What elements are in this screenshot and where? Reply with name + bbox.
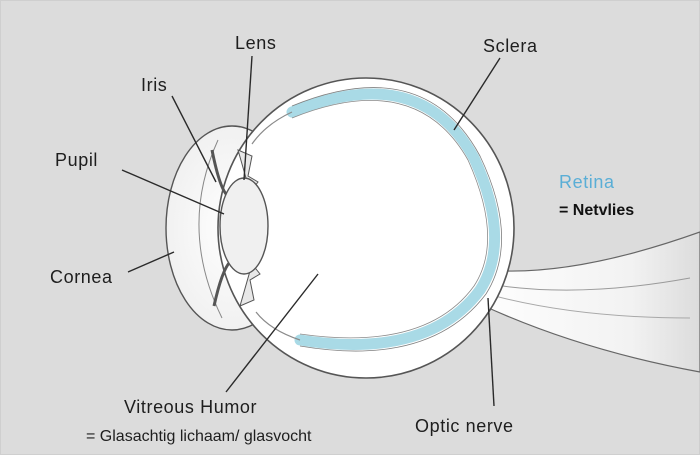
label-retina-translation: = Netvlies bbox=[559, 202, 634, 219]
label-iris: Iris bbox=[141, 75, 167, 95]
label-cornea: Cornea bbox=[50, 267, 113, 287]
label-vitreous-humor: Vitreous Humor bbox=[124, 397, 257, 417]
label-lens: Lens bbox=[235, 33, 276, 53]
label-pupil: Pupil bbox=[55, 150, 98, 170]
label-sclera: Sclera bbox=[483, 36, 538, 56]
label-optic-nerve: Optic nerve bbox=[415, 416, 514, 436]
label-vitreous-translation: = Glasachtig lichaam/ glasvocht bbox=[86, 428, 312, 445]
lens-shape bbox=[220, 178, 268, 274]
label-retina: Retina bbox=[559, 172, 615, 192]
